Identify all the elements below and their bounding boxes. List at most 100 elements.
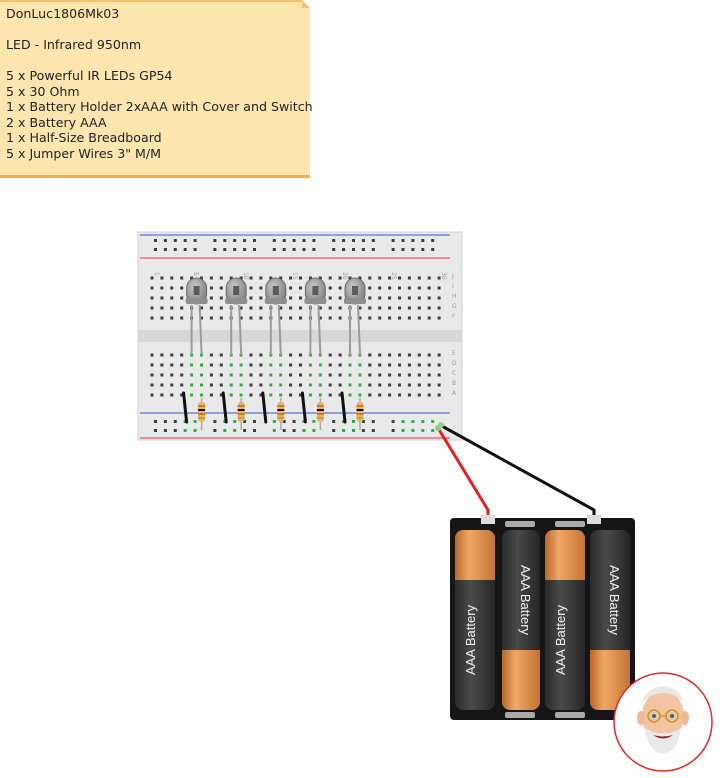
breadboard-hole bbox=[417, 373, 421, 377]
breadboard-hole bbox=[150, 393, 154, 397]
column-number: 15 bbox=[291, 272, 298, 280]
breadboard-hole bbox=[170, 393, 174, 397]
breadboard-hole bbox=[407, 316, 411, 320]
resistor-band bbox=[356, 409, 364, 411]
breadboard-hole bbox=[249, 306, 253, 310]
breadboard-hole bbox=[180, 363, 184, 367]
breadboard-hole bbox=[348, 393, 352, 397]
rail-hole bbox=[163, 239, 167, 242]
breadboard-hole bbox=[219, 306, 223, 310]
breadboard-hole bbox=[269, 373, 273, 377]
rail-hole bbox=[243, 248, 247, 251]
rail-hole bbox=[193, 239, 197, 242]
led-leg bbox=[198, 304, 203, 356]
led-leg bbox=[317, 304, 322, 356]
breadboard-hole bbox=[368, 393, 372, 397]
breadboard-hole bbox=[358, 363, 362, 367]
rail-hole bbox=[233, 239, 237, 242]
rail-hole bbox=[173, 248, 177, 251]
breadboard-hole bbox=[279, 393, 283, 397]
rail-hole bbox=[332, 420, 336, 423]
part-item: 5 x 30 Ohm bbox=[6, 83, 80, 99]
breadboard-hole bbox=[308, 276, 312, 280]
breadboard-hole bbox=[219, 353, 223, 357]
rail-hole bbox=[352, 429, 355, 432]
breadboard-hole bbox=[328, 393, 332, 397]
breadboard-hole bbox=[437, 276, 441, 280]
breadboard-hole bbox=[249, 316, 253, 320]
rail-hole bbox=[391, 248, 395, 251]
rail-hole bbox=[213, 420, 217, 423]
breadboard-hole bbox=[407, 296, 411, 300]
rail-hole bbox=[243, 429, 247, 432]
breadboard-hole bbox=[239, 363, 243, 367]
rail-hole bbox=[332, 429, 336, 432]
breadboard-hole bbox=[219, 363, 223, 367]
breadboard-hole bbox=[180, 383, 184, 387]
rail-hole bbox=[302, 429, 306, 432]
rail-hole bbox=[431, 239, 435, 242]
resistor-band bbox=[237, 409, 245, 411]
breadboard-hole bbox=[150, 363, 154, 367]
rail-hole bbox=[391, 239, 395, 242]
spring-contact bbox=[505, 521, 535, 527]
column-numbers: 1 5 10 15 20 25 30 bbox=[153, 272, 447, 280]
breadboard-hole bbox=[239, 276, 243, 280]
breadboard-hole bbox=[200, 373, 203, 377]
rail-hole bbox=[371, 239, 375, 242]
breadboard-hole bbox=[190, 383, 194, 387]
resistor-band bbox=[277, 413, 285, 415]
rail-hole bbox=[193, 420, 197, 423]
breadboard-hole bbox=[219, 286, 223, 290]
breadboard-hole bbox=[239, 383, 243, 387]
breadboard-hole bbox=[150, 276, 154, 280]
breadboard-hole bbox=[407, 383, 411, 387]
rail-hole bbox=[163, 248, 167, 251]
breadboard-hole bbox=[259, 286, 263, 290]
battery-cell: AAA Battery bbox=[590, 530, 630, 710]
breadboard-hole bbox=[180, 276, 184, 280]
red-wire[interactable] bbox=[436, 427, 490, 520]
breadboard-hole bbox=[417, 363, 421, 367]
breadboard-hole bbox=[318, 383, 322, 387]
rail-hole bbox=[272, 429, 276, 432]
row-letter: A bbox=[452, 390, 457, 397]
breadboard-hole bbox=[289, 296, 293, 300]
resistor-band bbox=[316, 405, 324, 407]
breadboard-hole bbox=[209, 276, 213, 280]
breadboard-hole bbox=[249, 373, 253, 377]
breadboard-hole bbox=[170, 383, 174, 387]
rail-hole bbox=[282, 239, 286, 242]
breadboard-hole bbox=[269, 383, 273, 387]
rail-hole bbox=[401, 239, 405, 242]
breadboard-hole bbox=[427, 296, 431, 300]
rail-hole bbox=[371, 429, 375, 432]
rail-hole bbox=[183, 429, 187, 432]
breadboard-hole bbox=[150, 383, 154, 387]
breadboard-hole bbox=[150, 296, 154, 300]
rail-hole bbox=[332, 248, 336, 251]
breadboard-hole bbox=[209, 373, 213, 377]
breadboard-hole bbox=[378, 353, 382, 357]
black-wire[interactable] bbox=[439, 423, 596, 520]
column-number: 10 bbox=[242, 272, 249, 280]
rail-hole bbox=[272, 239, 276, 242]
breadboard-hole bbox=[170, 373, 174, 377]
breadboard-hole bbox=[427, 383, 431, 387]
breadboard-hole bbox=[299, 373, 302, 377]
part-item: 5 x Powerful IR LEDs GP54 bbox=[6, 68, 173, 83]
breadboard-hole bbox=[368, 276, 372, 280]
breadboard-hole bbox=[219, 373, 223, 377]
breadboard-hole bbox=[388, 306, 392, 310]
breadboard-hole bbox=[437, 306, 441, 310]
column-number: 5 bbox=[192, 272, 199, 276]
breadboard-hole bbox=[259, 316, 263, 320]
row-letter: E bbox=[452, 350, 456, 357]
breadboard-hole bbox=[338, 286, 342, 290]
breadboard-hole bbox=[358, 276, 362, 280]
breadboard-hole bbox=[239, 306, 243, 310]
rail-hole bbox=[431, 429, 435, 432]
battery-cell: AAA Battery bbox=[455, 530, 495, 710]
rail-hole bbox=[223, 239, 227, 242]
